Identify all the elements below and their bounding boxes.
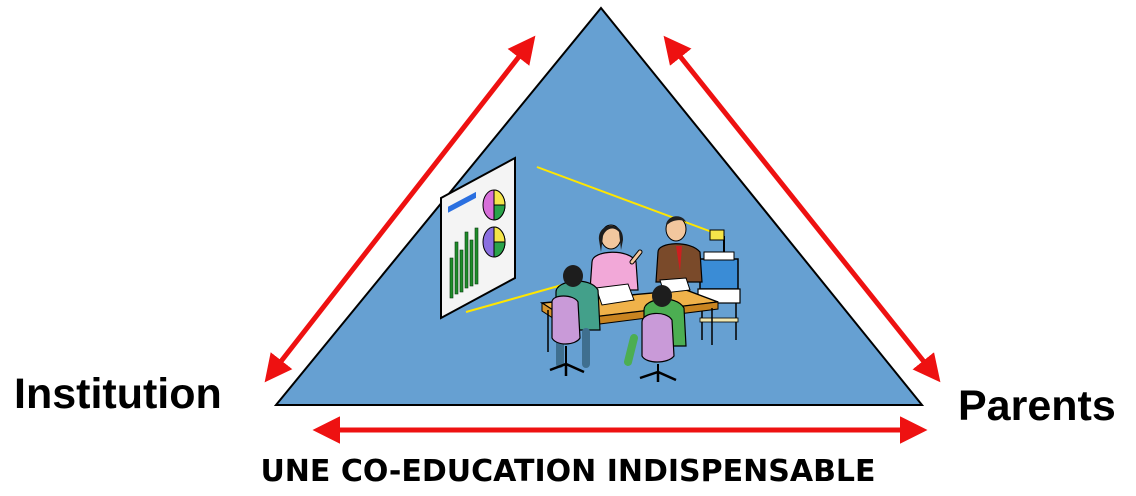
triangle-shape — [273, 6, 925, 406]
left-double-arrow — [264, 35, 536, 383]
institution-label: Institution — [14, 370, 222, 418]
diagram-caption: UNE CO-EDUCATION INDISPENSABLE — [260, 454, 876, 489]
right-double-arrow — [663, 35, 941, 383]
meeting-illustration — [440, 156, 741, 382]
parents-label: Parents — [958, 382, 1116, 430]
